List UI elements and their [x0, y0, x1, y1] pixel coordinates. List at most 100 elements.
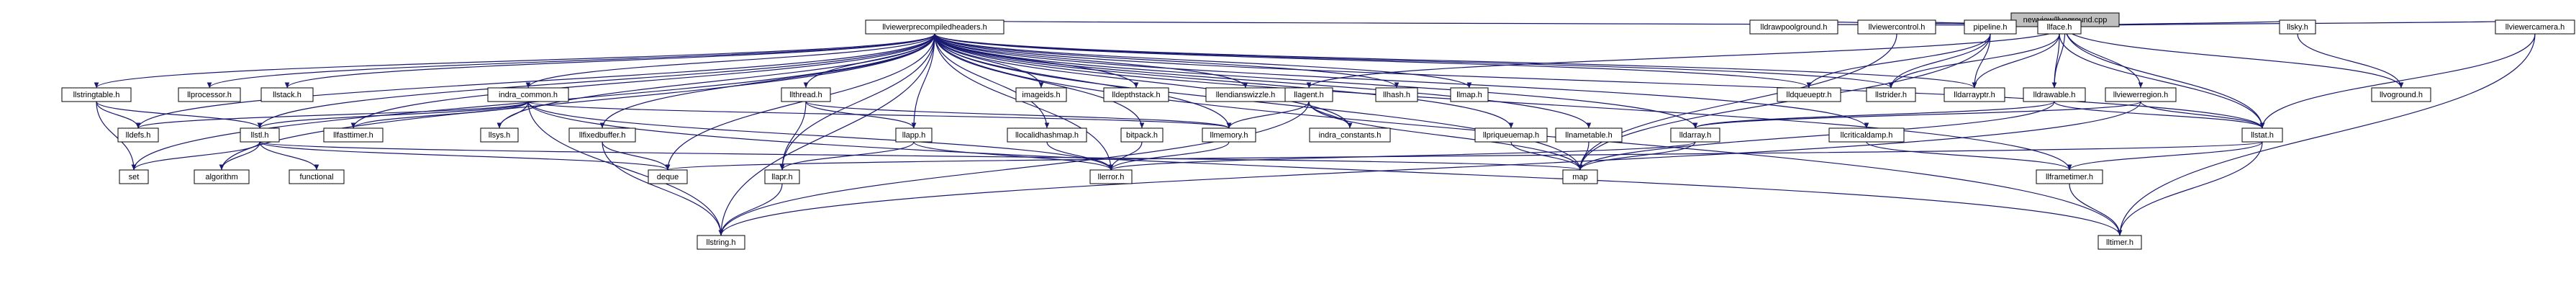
- node-label-bitpack: bitpack.h: [1126, 131, 1158, 140]
- node-box-lldefs: [117, 127, 159, 143]
- node-lldarrayptr[interactable]: lldarrayptr.h: [1944, 87, 2005, 102]
- node-llviewercamera[interactable]: llviewercamera.h: [2495, 19, 2575, 35]
- node-lldrawpoolground[interactable]: lldrawpoolground.h: [1749, 19, 1838, 35]
- node-llstat[interactable]: llstat.h: [2241, 127, 2283, 143]
- node-llnametable[interactable]: llnametable.h: [1555, 127, 1623, 143]
- node-lldqueueptr[interactable]: lldqueueptr.h: [1777, 87, 1841, 102]
- node-label-llnametable: llnametable.h: [1565, 131, 1612, 140]
- node-box-llviewerprecompiledheaders: [865, 19, 1004, 35]
- node-llstring[interactable]: llstring.h: [697, 235, 745, 250]
- node-label-llstringtable: llstringtable.h: [73, 91, 120, 99]
- edge-llpriqueuemap-to-map: [1510, 141, 1583, 171]
- edge-llviewerprecompiledheaders-to-llstringtable: [94, 33, 935, 89]
- node-llfasttimer[interactable]: llfasttimer.h: [323, 127, 384, 143]
- node-llfixedbuffer[interactable]: llfixedbuffer.h: [568, 127, 636, 143]
- node-box-bitpack: [1120, 127, 1164, 143]
- node-llframetimer[interactable]: llframetimer.h: [2036, 169, 2103, 184]
- node-llendianswizzle[interactable]: llendianswizzle.h: [1205, 87, 1286, 102]
- edge-llviewerprecompiledheaders-to-llnametable: [934, 33, 1592, 129]
- node-box-lldepthstack: [1103, 87, 1169, 102]
- node-box-lldarrayptr: [1944, 87, 2005, 102]
- node-deque: deque: [648, 169, 688, 184]
- node-llmap[interactable]: llmap.h: [1450, 87, 1489, 102]
- edge-root-to-llvoground: [2064, 26, 2404, 89]
- node-bitpack[interactable]: bitpack.h: [1120, 127, 1164, 143]
- node-algorithm: algorithm: [194, 169, 250, 184]
- node-llsky[interactable]: llsky.h: [2279, 19, 2316, 35]
- edge-llviewerprecompiledheaders-to-llprocessor: [207, 33, 935, 89]
- node-llprocessor[interactable]: llprocessor.h: [178, 87, 241, 102]
- node-llviewerregion[interactable]: llviewerregion.h: [2105, 87, 2177, 102]
- edge-root-to-llagent: [1306, 26, 2066, 89]
- node-label-deque: deque: [657, 173, 679, 181]
- node-llstack[interactable]: llstack.h: [260, 87, 314, 102]
- node-imageids[interactable]: imageids.h: [1015, 87, 1067, 102]
- edge-llcriticaldamp-to-llframetimer: [1866, 141, 2072, 171]
- node-box-llcriticaldamp: [1828, 127, 1905, 143]
- node-llmemory[interactable]: llmemory.h: [1202, 127, 1256, 143]
- node-box-llviewercamera: [2495, 19, 2575, 35]
- node-lltimer[interactable]: lltimer.h: [2097, 235, 2142, 250]
- node-llvoground[interactable]: llvoground.h: [2371, 87, 2431, 102]
- edge-llviewercamera-to-lltimer: [2117, 33, 2536, 236]
- node-label-indra_common: indra_common.h: [499, 91, 558, 99]
- node-llagent[interactable]: llagent.h: [1284, 87, 1333, 102]
- edge-llviewerprecompiledheaders-to-bitpack: [934, 33, 1145, 129]
- node-lldarray[interactable]: lldarray.h: [1670, 127, 1720, 143]
- node-llface[interactable]: llface.h: [2037, 19, 2082, 35]
- node-llviewerprecompiledheaders[interactable]: llviewerprecompiledheaders.h: [865, 19, 1004, 35]
- node-box-llsky: [2279, 19, 2316, 35]
- node-llstringtable[interactable]: llstringtable.h: [61, 87, 132, 102]
- node-box-set: [119, 169, 149, 184]
- node-box-llmap: [1450, 87, 1489, 102]
- node-llcriticaldamp[interactable]: llcriticaldamp.h: [1828, 127, 1905, 143]
- node-llviewercontrol[interactable]: llviewercontrol.h: [1857, 19, 1936, 35]
- node-llstl[interactable]: llstl.h: [240, 127, 280, 143]
- edge-llviewerregion-to-llstat: [2140, 101, 2265, 129]
- edge-llviewerprecompiledheaders-to-lldefs: [135, 33, 935, 129]
- dependency-edges: [94, 19, 2537, 236]
- edge-llviewerprecompiledheaders-to-llcriticaldamp: [934, 33, 1869, 129]
- edge-llstat-to-llframetimer: [2067, 141, 2263, 171]
- node-lldefs[interactable]: lldefs.h: [117, 127, 159, 143]
- edge-pipeline-to-llstrider: [1888, 33, 1991, 89]
- node-box-llmemory: [1202, 127, 1256, 143]
- node-indra_common[interactable]: indra_common.h: [487, 87, 569, 102]
- node-indra_constants[interactable]: indra_constants.h: [1309, 127, 1391, 143]
- node-llocalidhashmap[interactable]: llocalidhashmap.h: [1007, 127, 1087, 143]
- node-label-pipeline: pipeline.h: [1973, 23, 2007, 32]
- edge-llviewerprecompiledheaders-to-llocalidhashmap: [934, 33, 1050, 129]
- node-box-lldqueueptr: [1777, 87, 1841, 102]
- edge-llviewerprecompiledheaders-to-llsys: [496, 33, 935, 129]
- node-box-lldrawable: [2023, 87, 2086, 102]
- edge-llviewerprecompiledheaders-to-lldarrayptr: [934, 33, 1977, 89]
- edge-pipeline-to-lldarrayptr: [1972, 33, 1991, 89]
- node-pipeline[interactable]: pipeline.h: [1964, 19, 2017, 35]
- node-llpriqueuemap[interactable]: llpriqueuemap.h: [1474, 127, 1548, 143]
- node-box-llprocessor: [178, 87, 241, 102]
- node-label-llstring: llstring.h: [707, 238, 736, 247]
- node-label-functional: functional: [299, 173, 333, 181]
- node-lldrawable[interactable]: lldrawable.h: [2023, 87, 2086, 102]
- edge-llviewerprecompiledheaders-to-llhash: [934, 33, 1400, 89]
- node-llapp[interactable]: llapp.h: [895, 127, 933, 143]
- node-label-algorithm: algorithm: [205, 173, 237, 181]
- node-label-llfasttimer: llfasttimer.h: [333, 131, 373, 140]
- node-llsys[interactable]: llsys.h: [480, 127, 519, 143]
- node-llapr[interactable]: llapr.h: [764, 169, 800, 184]
- node-label-llframetimer: llframetimer.h: [2046, 173, 2093, 181]
- edge-llviewerprecompiledheaders-to-algorithm: [219, 33, 935, 171]
- node-llthread[interactable]: llthread.h: [781, 87, 831, 102]
- node-label-set: set: [129, 173, 140, 181]
- edge-llapp-to-llapr: [779, 141, 915, 171]
- file-nodes: newview/llvoground.cppllviewerprecompile…: [61, 12, 2575, 250]
- node-box-llapp: [895, 127, 933, 143]
- node-llerror[interactable]: llerror.h: [1089, 169, 1133, 184]
- node-lldepthstack[interactable]: lldepthstack.h: [1103, 87, 1169, 102]
- edge-llfixedbuffer-to-llstring: [602, 141, 724, 236]
- edge-pipeline-to-lldqueueptr: [1806, 33, 1991, 89]
- node-llhash[interactable]: llhash.h: [1375, 87, 1418, 102]
- node-llstrider[interactable]: llstrider.h: [1866, 87, 1916, 102]
- node-box-llstat: [2241, 127, 2283, 143]
